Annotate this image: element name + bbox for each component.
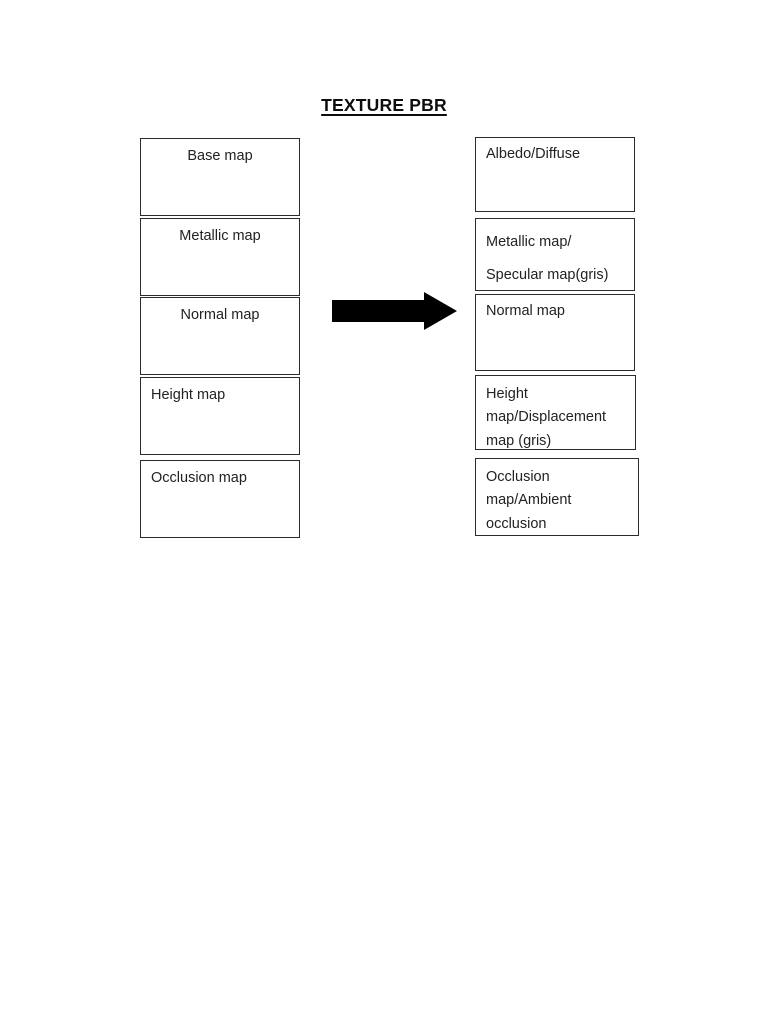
source-box-height-map[interactable]: Height map [140,377,300,455]
target-box-label: Height map/Displacement map (gris) [486,386,607,449]
source-box-base-map[interactable]: Base map [140,138,300,216]
target-box-label: Albedo/Diffuse [486,146,581,162]
target-box-metallic-specular[interactable]: Metallic map/ Specular map(gris) [475,218,635,291]
target-box-label: Occlusion map/Ambient occlusion [486,469,572,532]
source-box-metallic-map[interactable]: Metallic map [140,218,300,296]
target-box-label: Metallic map/ Specular map(gris) [486,234,609,283]
target-box-occlusion-ambient[interactable]: Occlusion map/Ambient occlusion [475,458,639,536]
target-box-height-displacement[interactable]: Height map/Displacement map (gris) [475,375,636,450]
source-box-label: Base map [187,148,253,164]
source-box-label: Height map [151,387,226,403]
target-box-normal-map[interactable]: Normal map [475,294,635,371]
source-box-label: Metallic map [179,228,261,244]
source-box-label: Normal map [180,307,260,323]
right-arrow-icon [332,292,457,330]
page-title: TEXTURE PBR [321,95,447,115]
source-box-normal-map[interactable]: Normal map [140,297,300,375]
source-box-occlusion-map[interactable]: Occlusion map [140,460,300,538]
source-box-label: Occlusion map [151,470,247,486]
target-box-label: Normal map [486,303,565,319]
target-box-albedo-diffuse[interactable]: Albedo/Diffuse [475,137,635,212]
